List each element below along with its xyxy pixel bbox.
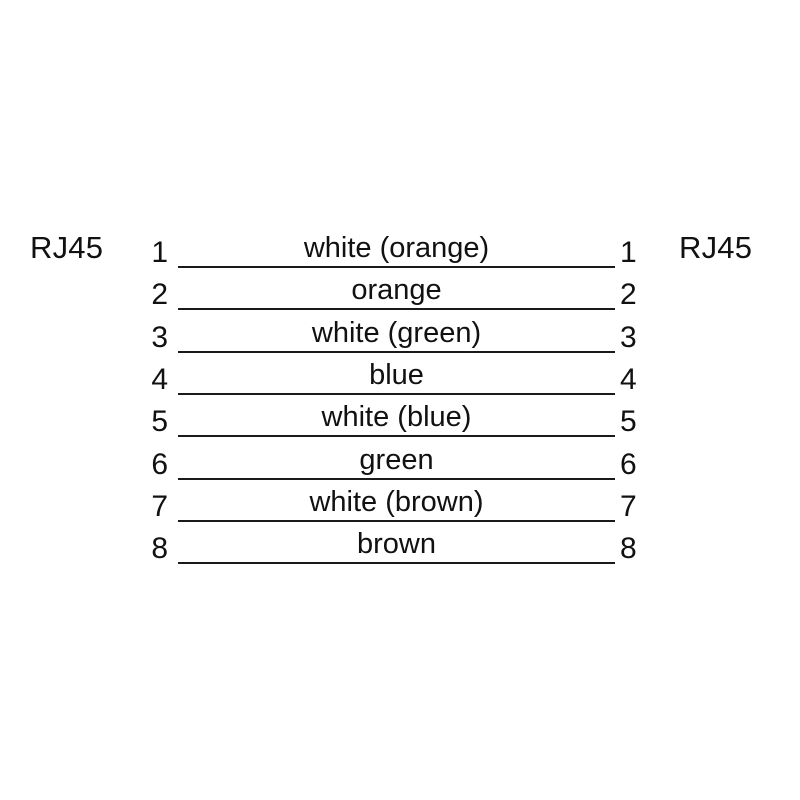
wire-color-label: white (green) [311,316,482,349]
wire-color-label: blue [369,358,424,391]
left-pin-number: 3 [151,320,168,354]
wire-line [178,308,615,311]
right-connector-label: RJ45 [679,230,753,265]
wire-line [178,392,615,395]
right-pin-number: 6 [620,447,637,481]
wire-line [178,350,615,353]
right-pin-number: 4 [620,362,637,396]
wire-line [178,519,615,522]
wire-line [178,477,615,480]
wire-color-label: brown [357,528,436,561]
left-pin-number: 7 [151,489,168,523]
left-connector-label: RJ45 [30,230,104,265]
wire-line [178,266,615,268]
wire-color-label: white (blue) [321,401,472,434]
wire-color-label: white (orange) [303,232,490,264]
right-pin-number: 7 [620,489,637,523]
right-pin-number: 8 [620,532,637,566]
left-pin-number: 6 [151,447,168,481]
right-pin-number: 3 [620,320,637,354]
wire-line [178,562,615,565]
left-pin-number: 1 [151,236,168,269]
left-pin-number: 4 [151,362,168,396]
right-pin-number: 1 [620,236,637,269]
wire-line [178,435,615,438]
right-pin-number: 2 [620,278,637,312]
wire-color-label: orange [351,274,442,307]
left-pin-number: 2 [151,278,168,312]
left-pin-number: 8 [151,532,168,566]
wire-color-label: white (brown) [309,485,484,518]
right-pin-number: 5 [620,405,637,439]
wire-color-label: green [359,443,434,476]
left-pin-number: 5 [151,405,168,439]
